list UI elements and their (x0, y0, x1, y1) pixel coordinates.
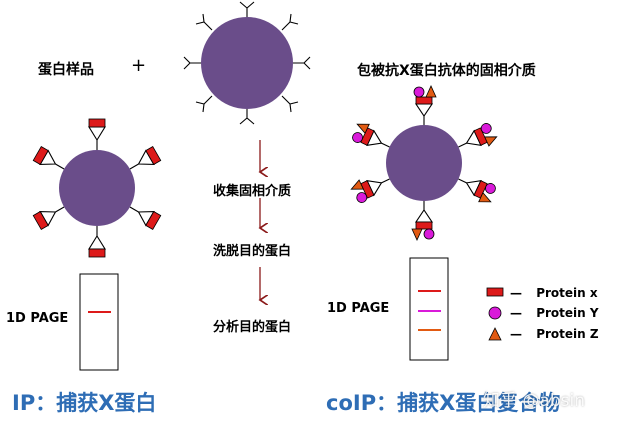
watermark: 知乎 @absin (483, 391, 585, 411)
coip-bead-complex (350, 85, 498, 241)
legend-symbols (486, 287, 504, 341)
coip-gel-label: 1D PAGE (327, 301, 390, 316)
coip-caption: coIP：捕获X蛋白复合物 (326, 391, 561, 415)
step-elute: 洗脱目的蛋白 (213, 244, 292, 259)
solid-phase-bead (386, 125, 462, 201)
antibody-protein-complex (352, 123, 390, 148)
antibody-y-group (183, 1, 311, 125)
legend-protein-z-swatch (488, 327, 502, 341)
solid-phase-bead (59, 150, 135, 226)
antibody-protein-x (88, 118, 106, 150)
antibody-protein-x (129, 146, 162, 170)
ip-gel-lane (79, 273, 119, 371)
step-analyze: 分析目的蛋白 (213, 320, 292, 335)
step-collect: 收集固相介质 (213, 184, 292, 199)
antibody-protein-complex (413, 85, 437, 125)
ip-bead-complex (32, 118, 162, 258)
antibody-protein-complex (411, 201, 435, 241)
coip-gel-lane (409, 257, 449, 361)
solid-phase-bead (201, 17, 293, 109)
antibody-bead-top (183, 1, 311, 125)
legend-protein-x-swatch (486, 287, 504, 297)
legend-protein-z: — Protein Z (510, 327, 599, 341)
sample-label: 蛋白样品 (38, 62, 94, 78)
antibody-protein-complex (458, 178, 496, 203)
legend-dash: — (510, 286, 522, 300)
antibody-protein-complex (350, 178, 390, 203)
legend-label: Protein Y (536, 306, 599, 320)
antibody-protein-complex (458, 123, 498, 148)
antibody-protein-x (129, 206, 162, 230)
antibody-protein-x (32, 206, 65, 230)
antibody-protein-x (32, 146, 65, 170)
legend-label: Protein x (536, 286, 598, 300)
legend-protein-y-swatch (488, 306, 502, 320)
ip-caption: IP：捕获X蛋白 (12, 391, 157, 415)
legend-dash: — (510, 306, 522, 320)
legend-protein-y: — Protein Y (510, 306, 599, 320)
legend-dash: — (510, 327, 522, 341)
legend-protein-x: — Protein x (510, 286, 598, 300)
antibody-protein-x (88, 226, 106, 258)
coated-bead-title: 包被抗X蛋白抗体的固相介质 (357, 63, 536, 79)
plus-sign: + (131, 55, 147, 76)
ip-gel-label: 1D PAGE (6, 311, 69, 326)
legend-label: Protein Z (536, 327, 599, 341)
